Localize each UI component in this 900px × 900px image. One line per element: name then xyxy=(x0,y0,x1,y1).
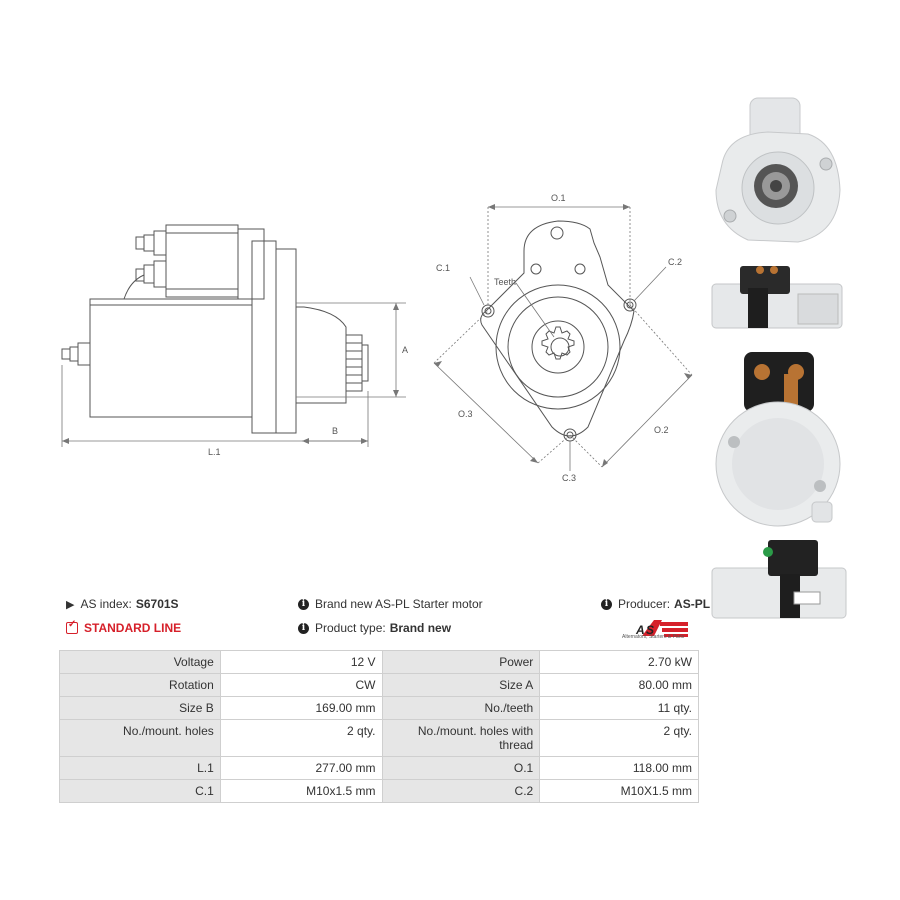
solenoid-body xyxy=(165,224,239,298)
as-pl-logo: A S xyxy=(635,620,688,637)
spec-value: 2 qty. xyxy=(219,719,383,757)
standard-line-row: ✓ STANDARD LINE xyxy=(66,619,182,635)
pinion-gear xyxy=(541,326,575,360)
producer-row: i Producer: AS-PL xyxy=(601,597,710,611)
info-icon: i xyxy=(298,598,309,610)
product-type-value: Brand new xyxy=(389,621,452,635)
product-type-row: i Product type: Brand new xyxy=(298,621,451,635)
dim-label-c3: C.3 xyxy=(562,473,576,483)
photo-rear-view xyxy=(715,352,841,527)
info-icon: i xyxy=(601,598,612,610)
description-row: i Brand new AS-PL Starter motor xyxy=(298,597,483,611)
spec-value: 277.00 mm xyxy=(219,756,383,780)
front-view-drawing: O.1 C.1 C.2 Teeth O.3 O.2 C.3 xyxy=(433,193,693,483)
spec-value: 80.00 mm xyxy=(539,673,699,697)
svg-text:A: A xyxy=(635,623,645,637)
as-index-row: ▶ AS index: S6701S xyxy=(66,597,179,611)
side-view-drawing: A B L.1 xyxy=(61,224,408,457)
spec-label: No./teeth xyxy=(381,696,541,720)
spec-value: 2 qty. xyxy=(539,719,699,757)
dim-label-o2: O.2 xyxy=(654,425,669,435)
spec-label: Size A xyxy=(381,673,541,697)
logo-tagline: Alternators, Starters & Parts xyxy=(622,634,685,640)
spec-value: 118.00 mm xyxy=(539,756,699,780)
spec-value: CW xyxy=(219,673,383,697)
spec-label: L.1 xyxy=(59,756,221,780)
dim-label-c2: C.2 xyxy=(668,257,682,267)
as-index-label: AS index: xyxy=(80,597,132,611)
dim-label-l1: L.1 xyxy=(208,447,221,457)
spec-label: Voltage xyxy=(59,650,221,674)
spec-label: Power xyxy=(381,650,541,674)
photo-side-view xyxy=(711,266,843,329)
spec-value: M10x1.5 mm xyxy=(219,779,383,803)
dim-label-teeth: Teeth xyxy=(494,277,516,287)
dim-label-b: B xyxy=(332,426,338,436)
mounting-flange xyxy=(480,220,635,437)
dim-label-c1: C.1 xyxy=(436,263,450,273)
spec-value: 2.70 kW xyxy=(539,650,699,674)
product-type-label: Product type: xyxy=(315,621,386,635)
standard-line-label: STANDARD LINE xyxy=(84,621,182,635)
checkbox-icon: ✓ xyxy=(66,619,78,634)
spec-label: Size B xyxy=(59,696,221,720)
producer-label: Producer: xyxy=(618,597,671,611)
spec-value: 169.00 mm xyxy=(219,696,383,720)
photo-front-view xyxy=(715,97,841,243)
spec-value: 11 qty. xyxy=(539,696,699,720)
motor-body xyxy=(89,298,253,418)
description-text: Brand new AS-PL Starter motor xyxy=(315,597,483,611)
spec-label: O.1 xyxy=(381,756,541,780)
spec-value: M10X1.5 mm xyxy=(539,779,699,803)
photo-side-view-2 xyxy=(711,540,847,619)
spec-label: No./mount. holes xyxy=(59,719,221,757)
dim-label-o1: O.1 xyxy=(551,193,566,203)
dim-label-o3: O.3 xyxy=(458,409,473,419)
producer-value: AS-PL xyxy=(674,597,711,611)
spec-label: C.1 xyxy=(59,779,221,803)
info-icon: i xyxy=(298,622,309,634)
spec-label: C.2 xyxy=(381,779,541,803)
svg-text:S: S xyxy=(646,623,654,637)
spec-label: No./mount. holes with thread xyxy=(381,719,541,757)
as-index-value: S6701S xyxy=(135,597,179,611)
spec-value: 12 V xyxy=(219,650,383,674)
tags-icon: ▶ xyxy=(66,598,75,611)
dim-label-a: A xyxy=(402,345,408,355)
spec-label: Rotation xyxy=(59,673,221,697)
